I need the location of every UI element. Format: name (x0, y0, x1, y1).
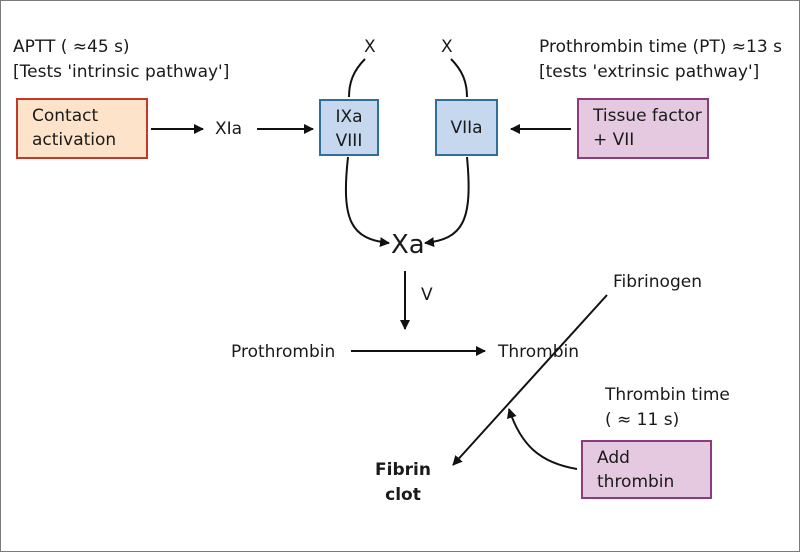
factor-xa-label: Xa (391, 230, 425, 260)
thrombin-label: Thrombin (498, 342, 580, 362)
factor-xia-label: XIa (215, 119, 243, 139)
contact-activation-line-1: Contact (32, 106, 99, 126)
contact-activation-line-2: activation (32, 130, 117, 150)
ixa-viii-box: IXa VIII (319, 99, 379, 156)
arrow-ixa-to-xa (344, 156, 390, 248)
cofactor-v-label: V (421, 285, 433, 305)
add-thrombin-box: Add thrombin (581, 440, 712, 499)
curve-x-left-to-ixa (348, 58, 366, 98)
factor-x-right-label: X (441, 37, 453, 57)
aptt-subtitle: [Tests 'intrinsic pathway'] (13, 62, 230, 82)
viia-line-1: VIIa (450, 118, 483, 138)
aptt-title: APTT ( ≈45 s) (13, 37, 130, 57)
ixa-viii-line-2: VIII (335, 131, 363, 151)
add-thrombin-line-1: Add (597, 448, 630, 468)
thrombin-time-value: ( ≈ 11 s) (605, 410, 680, 430)
tissue-factor-box: Tissue factor + VII (577, 98, 709, 159)
tissue-factor-line-1: Tissue factor (593, 106, 702, 126)
arrow-add-thrombin (507, 408, 578, 470)
tissue-factor-line-2: + VII (593, 130, 635, 150)
clot-label: clot (385, 485, 421, 505)
ixa-viii-line-1: IXa (335, 107, 363, 127)
thrombin-time-title: Thrombin time (605, 385, 730, 405)
factor-x-left-label: X (364, 37, 376, 57)
curve-x-right-to-viia (450, 58, 468, 98)
arrow-viia-to-xa (424, 156, 470, 248)
fibrinogen-label: Fibrinogen (613, 272, 702, 292)
contact-activation-box: Contact activation (16, 98, 148, 159)
viia-box: VIIa (435, 99, 498, 156)
add-thrombin-line-2: thrombin (597, 472, 675, 492)
pt-subtitle: [tests 'extrinsic pathway'] (539, 62, 760, 82)
arrow-fibrinogen-to-fibrin (452, 294, 608, 466)
fibrin-label: Fibrin (375, 460, 431, 480)
prothrombin-label: Prothrombin (231, 342, 336, 362)
pt-title: Prothrombin time (PT) ≈13 s (539, 37, 782, 57)
